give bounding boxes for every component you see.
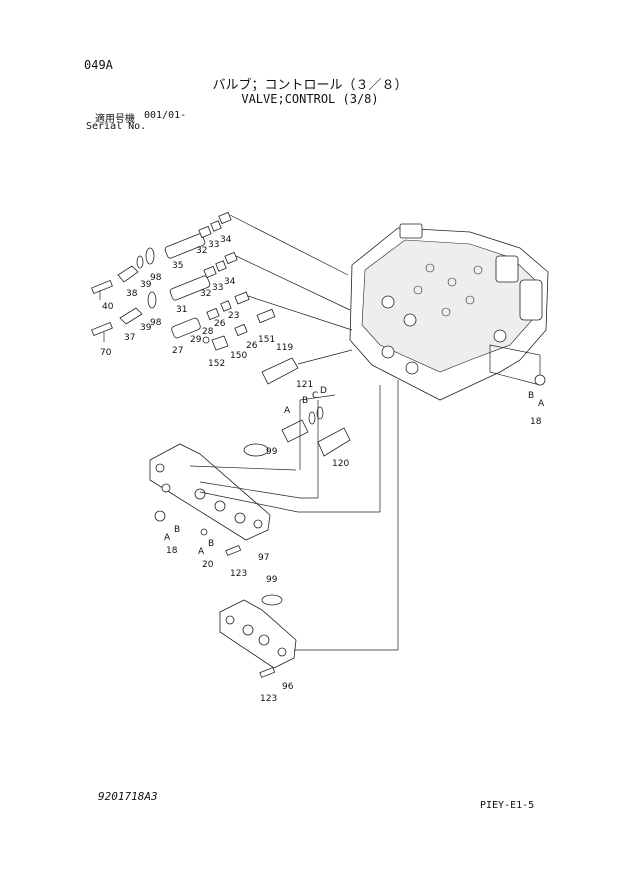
callout-a1: A	[284, 406, 291, 416]
callout-119: 119	[276, 343, 293, 353]
callout-34a: 34	[220, 235, 232, 245]
callout-121: 121	[296, 380, 313, 390]
callout-120: 120	[332, 459, 349, 469]
spool-assembly-middle	[91, 251, 238, 337]
callout-26a: 26	[214, 319, 226, 329]
callout-18b: 18	[530, 417, 542, 427]
callout-38: 38	[126, 289, 138, 299]
callout-99b: 99	[266, 575, 278, 585]
callout-c1: C	[312, 391, 318, 401]
callout-152: 152	[208, 359, 225, 369]
relief-valve-119	[261, 357, 299, 385]
callout-a2: A	[164, 533, 171, 543]
relief-valve-121	[281, 406, 324, 443]
callout-b1: B	[302, 396, 308, 406]
callout-29: 29	[190, 335, 202, 345]
callout-123a: 123	[230, 569, 247, 579]
callout-d1: D	[320, 386, 327, 396]
callout-35: 35	[172, 261, 183, 271]
cover-plate-96	[219, 599, 297, 669]
callout-99a: 99	[266, 447, 278, 457]
callout-33a: 33	[208, 240, 219, 250]
serial-label-jp: 適用号機	[95, 114, 135, 125]
bolt-123b	[259, 667, 276, 678]
serial-label-en: Serial No.	[86, 121, 147, 132]
cover-plate-97	[149, 443, 301, 541]
callout-123b: 123	[260, 694, 277, 704]
page-title-en: VALVE;CONTROL (3/8)	[241, 92, 379, 106]
callout-27: 27	[172, 346, 183, 356]
callout-b4: B	[528, 391, 534, 401]
plug-20	[200, 528, 208, 536]
callout-31: 31	[176, 305, 187, 315]
sheet-reference: PIEY-E1-5	[480, 800, 535, 811]
callout-labels: 32 33 34 35 98 39 38 40 32 33 34 31 39 9…	[100, 235, 545, 704]
callout-a3: A	[198, 547, 205, 557]
callout-32b: 32	[200, 289, 211, 299]
relief-valve-120	[317, 427, 351, 457]
callout-18a: 18	[166, 546, 178, 556]
callout-32a: 32	[196, 246, 207, 256]
callout-33b: 33	[212, 283, 223, 293]
callout-98b: 98	[150, 318, 162, 328]
callout-98a: 98	[150, 273, 162, 283]
plug-18a	[154, 510, 166, 522]
callout-20: 20	[202, 560, 214, 570]
plug-18b	[534, 374, 546, 386]
callout-151: 151	[258, 335, 275, 345]
page-code: 049A	[84, 58, 113, 72]
o-ring-99b	[261, 594, 283, 606]
callout-150: 150	[230, 351, 247, 361]
callout-34b: 34	[224, 277, 236, 287]
callout-39b: 39	[140, 323, 152, 333]
callout-97: 97	[258, 553, 269, 563]
bolt-123a	[225, 545, 242, 556]
o-ring-99a	[243, 443, 269, 457]
leader-lines	[99, 214, 399, 651]
callout-70: 70	[100, 348, 112, 358]
callout-40: 40	[102, 302, 114, 312]
spool-assembly-top	[91, 211, 232, 295]
callout-b2: B	[174, 525, 180, 535]
callout-96: 96	[282, 682, 294, 692]
callout-23: 23	[228, 311, 239, 321]
callout-28: 28	[202, 327, 214, 337]
control-valve-body	[349, 223, 549, 401]
callout-b3: B	[208, 539, 214, 549]
callout-26b: 26	[246, 341, 258, 351]
page-title-jp: バルブ；コントロール（３／８）	[212, 78, 408, 93]
callout-37: 37	[124, 333, 135, 343]
callout-39a: 39	[140, 280, 152, 290]
spool-assembly-lower	[171, 291, 276, 351]
serial-range: 001/01-	[144, 110, 187, 121]
drawing-number: 9201718A3	[98, 790, 158, 803]
callout-a4: A	[538, 399, 545, 409]
